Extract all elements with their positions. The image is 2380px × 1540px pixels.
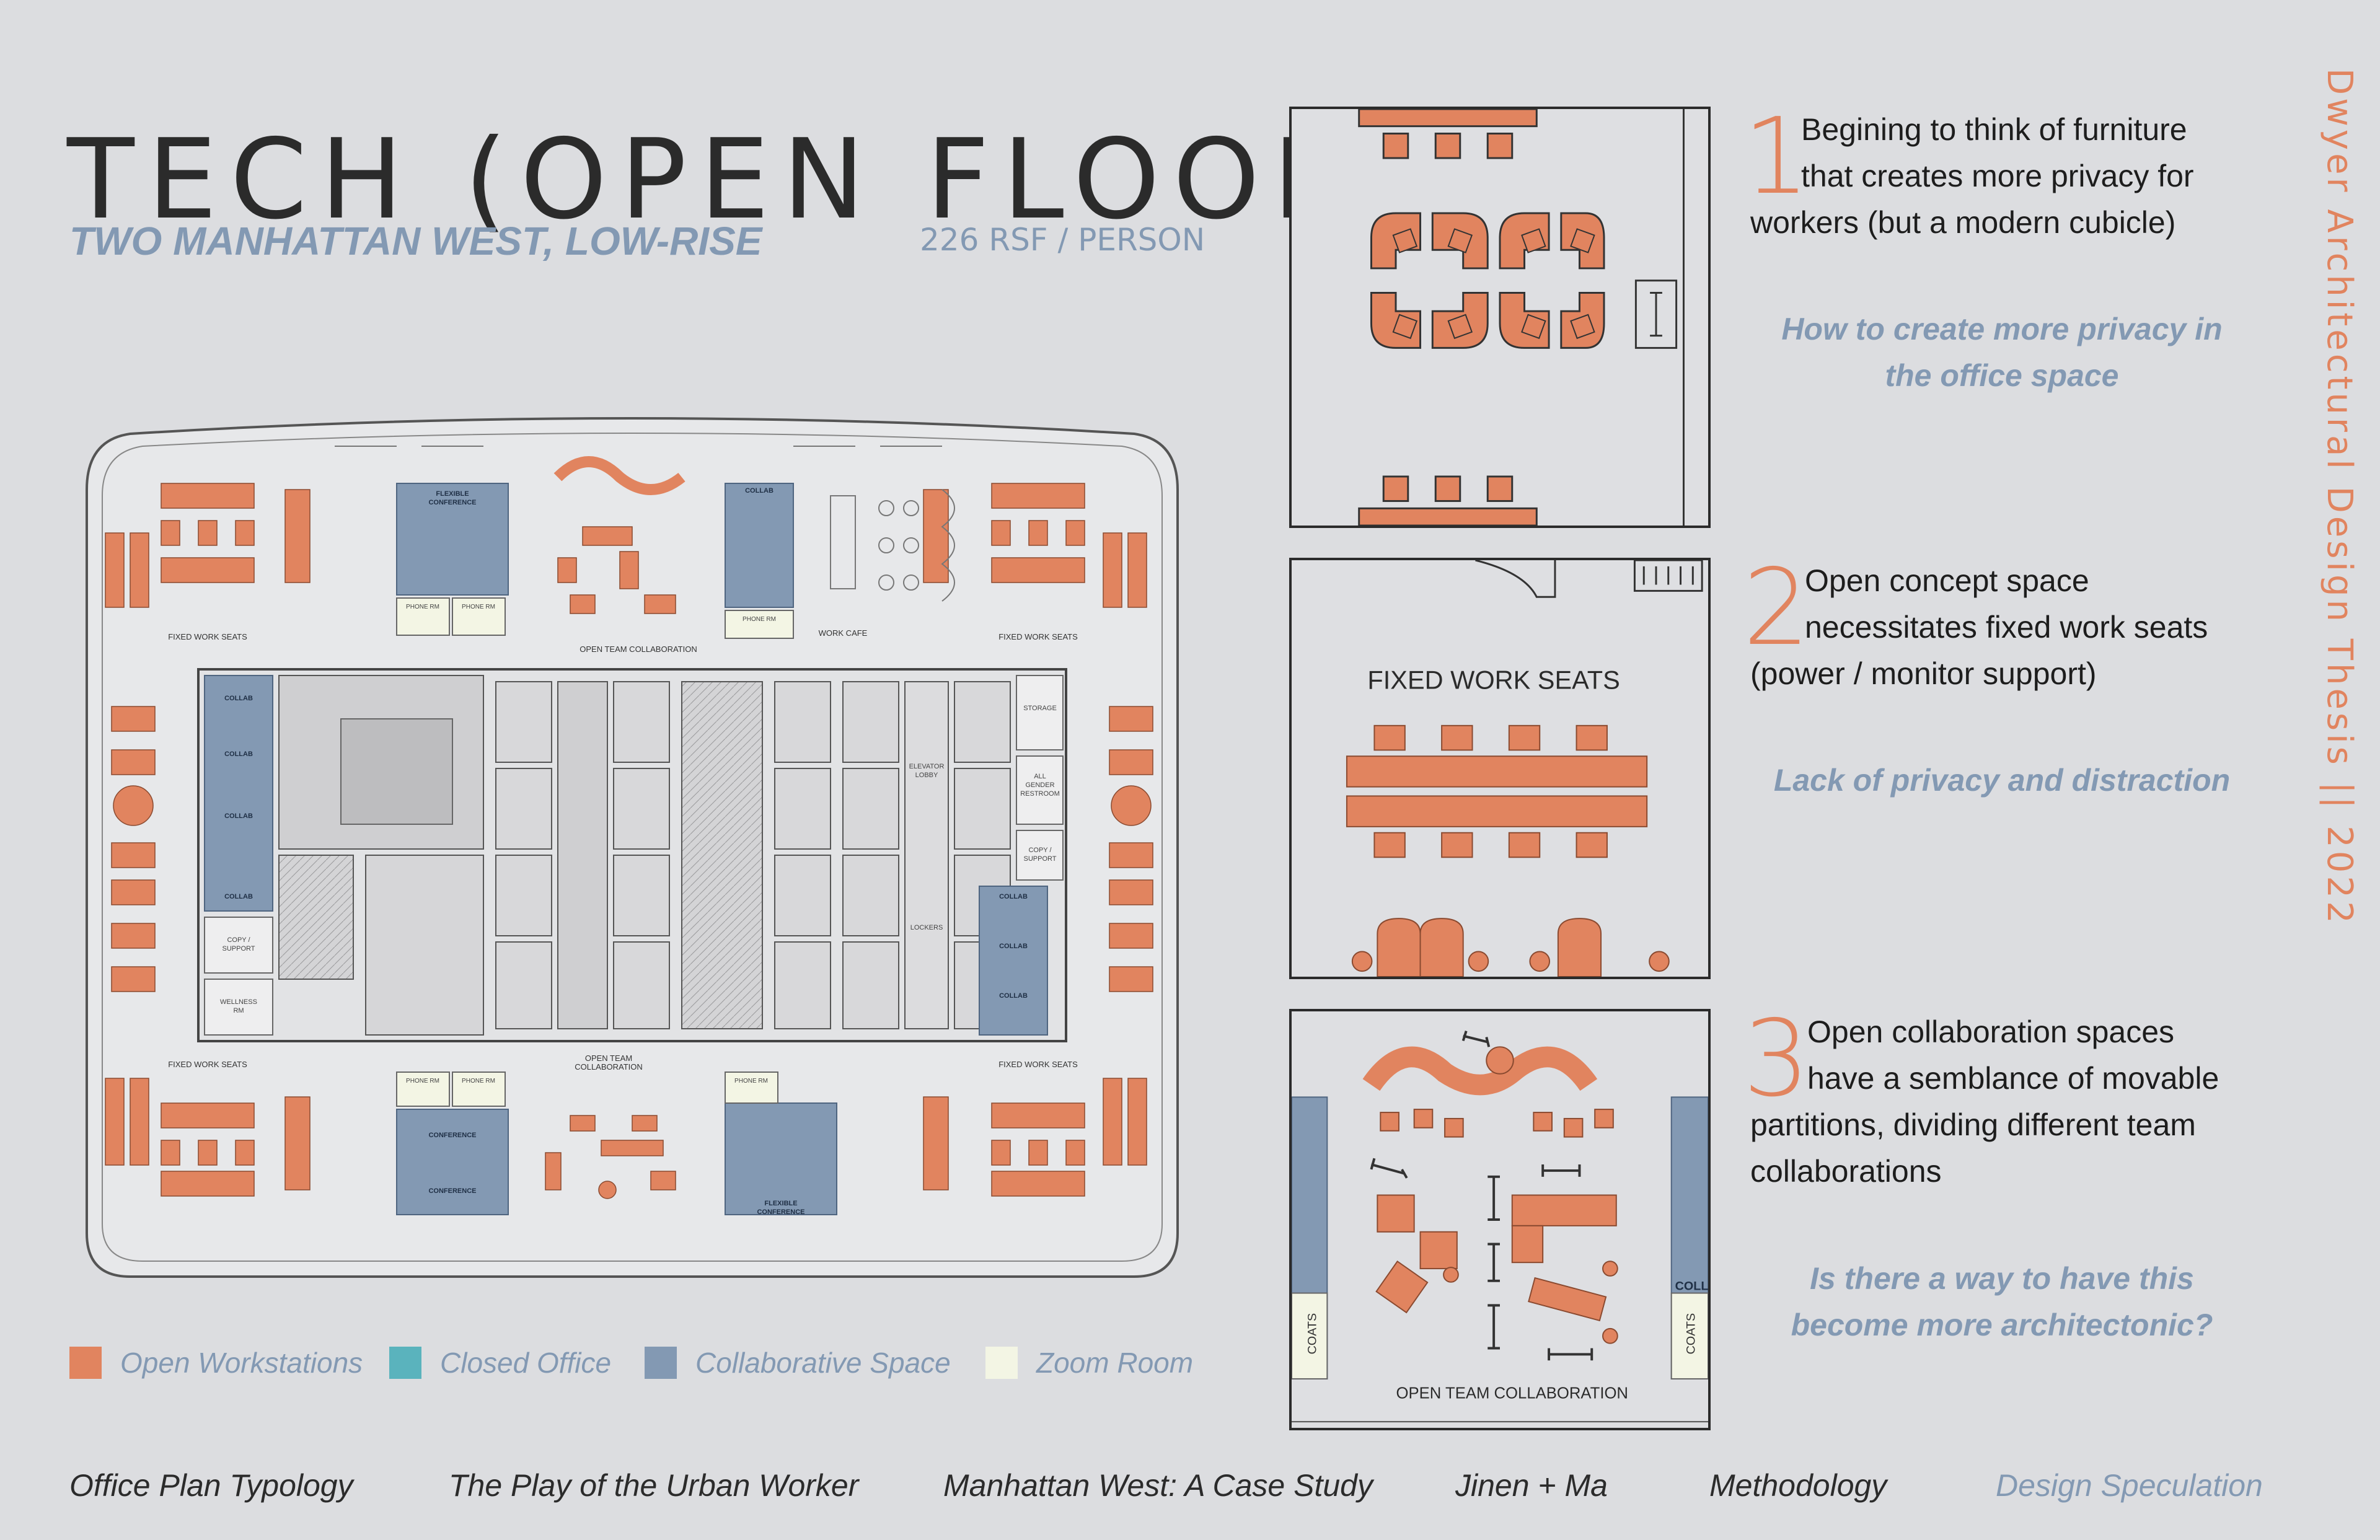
label-fixed-br: FIXED WORK SEATS: [998, 1060, 1078, 1069]
legend-zoom-room: Zoom Room: [985, 1341, 1193, 1384]
rsf-per-person: 226 RSF / PERSON: [920, 222, 1205, 258]
point-number-2: 2: [1743, 547, 1810, 669]
legend-collaborative-space: Collaborative Space: [645, 1341, 951, 1384]
label-flex-bottom-2: CONFERENCE: [757, 1208, 804, 1216]
label-open-bottom-2: COLLABORATION: [575, 1062, 643, 1071]
label-collab-left-3: COLLAB: [224, 812, 253, 820]
point-1-question-line-2: the office space: [1885, 358, 2119, 393]
label-conference-1: CONFERENCE: [428, 1132, 476, 1139]
nav-manhattan-west-case-study[interactable]: Manhattan West: A Case Study: [943, 1468, 1373, 1503]
label-elevator-1: ELEVATOR: [909, 763, 945, 770]
point-2-line-1: Open concept space: [1805, 563, 2089, 598]
page-title: TECH (OPEN FLOOR): [67, 115, 1419, 244]
label-phone-rm-4: PHONE RM: [406, 1078, 439, 1085]
open-workstations: [105, 456, 1153, 1199]
point-2-line-2: necessitates fixed work seats: [1805, 610, 2208, 645]
label-collab-left-4: COLLAB: [224, 893, 253, 900]
label-collab-right-2: COLLAB: [999, 943, 1028, 950]
label-lockers: LOCKERS: [910, 924, 943, 931]
point-2-question-line-1: Lack of privacy and distraction: [1773, 763, 2231, 798]
label-flex-top-2: CONFERENCE: [428, 499, 476, 506]
point-number-3: 3: [1743, 998, 1810, 1120]
legend-open-workstations: Open Workstations: [69, 1341, 363, 1384]
nav-jinen-ma[interactable]: Jinen + Ma: [1455, 1468, 1608, 1503]
floor-plan: STORAGE ALL GENDER RESTROOM COPY / SUPPO…: [74, 409, 1190, 1289]
legend-closed-office: Closed Office: [389, 1341, 611, 1384]
label-copy-right-1: COPY /: [1028, 847, 1052, 854]
point-3-line-2: have a semblance of movable: [1807, 1061, 2219, 1096]
label-collab-left-1: COLLAB: [224, 695, 253, 702]
label-collab-right-1: COLLAB: [999, 893, 1028, 900]
swatch-collaborative-space: [645, 1347, 677, 1379]
legend-label: Open Workstations: [120, 1347, 363, 1379]
label-wellness-1: WELLNESS: [220, 998, 257, 1006]
detail-panel-privacy-pods: [1289, 107, 1711, 528]
point-3-question-line-1: Is there a way to have this: [1810, 1261, 2194, 1296]
swatch-closed-office: [389, 1347, 421, 1379]
label-open-top: OPEN TEAM COLLABORATION: [580, 645, 697, 654]
nav-play-of-urban-worker[interactable]: The Play of the Urban Worker: [449, 1468, 859, 1503]
label-restroom-2: GENDER: [1025, 781, 1054, 789]
legend-label: Collaborative Space: [695, 1347, 951, 1379]
label-open-bottom-1: OPEN TEAM: [585, 1054, 632, 1063]
legend: Open Workstations Closed Office Collabor…: [69, 1341, 1197, 1384]
label-storage: STORAGE: [1023, 705, 1057, 712]
panel-3-coats-left: COATS: [1306, 1313, 1320, 1355]
page-subtitle: TWO MANHATTAN WEST, LOW-RISE: [69, 219, 762, 263]
point-3-line-4: collaborations: [1750, 1154, 1942, 1189]
label-phone-rm-5: PHONE RM: [462, 1078, 495, 1085]
point-3-question-line-2: become more architectonic?: [1791, 1308, 2213, 1342]
nav-design-speculation[interactable]: Design Speculation: [1996, 1468, 2263, 1503]
panel-2-label: FIXED WORK SEATS: [1367, 666, 1620, 695]
label-phone-rm-3: PHONE RM: [743, 616, 776, 623]
work-cafe-furniture: [335, 446, 955, 602]
point-1-question-line-1: How to create more privacy in: [1781, 312, 2223, 346]
detail-panel-open-collaboration: COATS COATS COLLA OPEN TEAM COLLABORATIO…: [1289, 1009, 1711, 1430]
point-number-1: 1: [1743, 95, 1810, 218]
label-work-cafe: WORK CAFE: [819, 628, 868, 638]
panel-3-label: OPEN TEAM COLLABORATION: [1396, 1385, 1628, 1402]
label-copy-right-2: SUPPORT: [1024, 855, 1057, 863]
label-fixed-tr: FIXED WORK SEATS: [998, 632, 1078, 641]
swatch-zoom-room: [985, 1347, 1018, 1379]
label-collab-top: COLLAB: [745, 487, 774, 495]
point-1-line-1: Begining to think of furniture: [1801, 112, 2187, 147]
label-restroom-3: RESTROOM: [1020, 790, 1060, 798]
building-core: [197, 668, 1067, 1042]
label-fixed-tl: FIXED WORK SEATS: [168, 632, 247, 641]
label-phone-rm-6: PHONE RM: [734, 1078, 768, 1085]
label-elevator-2: LOBBY: [915, 772, 938, 779]
label-copy-left-1: COPY /: [227, 936, 250, 944]
nav-office-plan-typology[interactable]: Office Plan Typology: [69, 1468, 353, 1503]
label-restroom-1: ALL: [1034, 773, 1046, 780]
point-1-line-3: workers (but a modern cubicle): [1750, 205, 2176, 240]
label-wellness-2: RM: [233, 1007, 244, 1014]
panel-3-coats-right: COATS: [1684, 1313, 1698, 1355]
label-copy-left-2: SUPPORT: [223, 945, 255, 953]
label-phone-rm-1: PHONE RM: [406, 604, 439, 610]
label-flex-bottom-1: FLEXIBLE: [764, 1200, 797, 1207]
legend-label: Closed Office: [440, 1347, 612, 1379]
label-collab-right-3: COLLAB: [999, 992, 1028, 1000]
swatch-open-workstations: [69, 1347, 102, 1379]
legend-label: Zoom Room: [1036, 1347, 1194, 1379]
label-phone-rm-2: PHONE RM: [462, 604, 495, 610]
point-1-line-2: that creates more privacy for: [1801, 159, 2194, 193]
label-fixed-bl: FIXED WORK SEATS: [168, 1060, 247, 1069]
label-flex-top-1: FLEXIBLE: [436, 490, 469, 498]
thesis-credit: Dwyer Architectural Design Thesis || 202…: [2319, 68, 2360, 926]
point-3-line-1: Open collaboration spaces: [1807, 1014, 2175, 1049]
collab-rooms: [204, 483, 1048, 1215]
detail-panel-fixed-work-seats: FIXED WORK SEATS: [1289, 558, 1711, 979]
nav-methodology[interactable]: Methodology: [1709, 1468, 1887, 1503]
point-2-line-3: (power / monitor support): [1750, 656, 2097, 691]
label-conference-2: CONFERENCE: [428, 1187, 476, 1195]
panel-3-collab: COLLA: [1675, 1280, 1708, 1293]
label-collab-left-2: COLLAB: [224, 750, 253, 758]
point-3-line-3: partitions, dividing different team: [1750, 1107, 2196, 1142]
